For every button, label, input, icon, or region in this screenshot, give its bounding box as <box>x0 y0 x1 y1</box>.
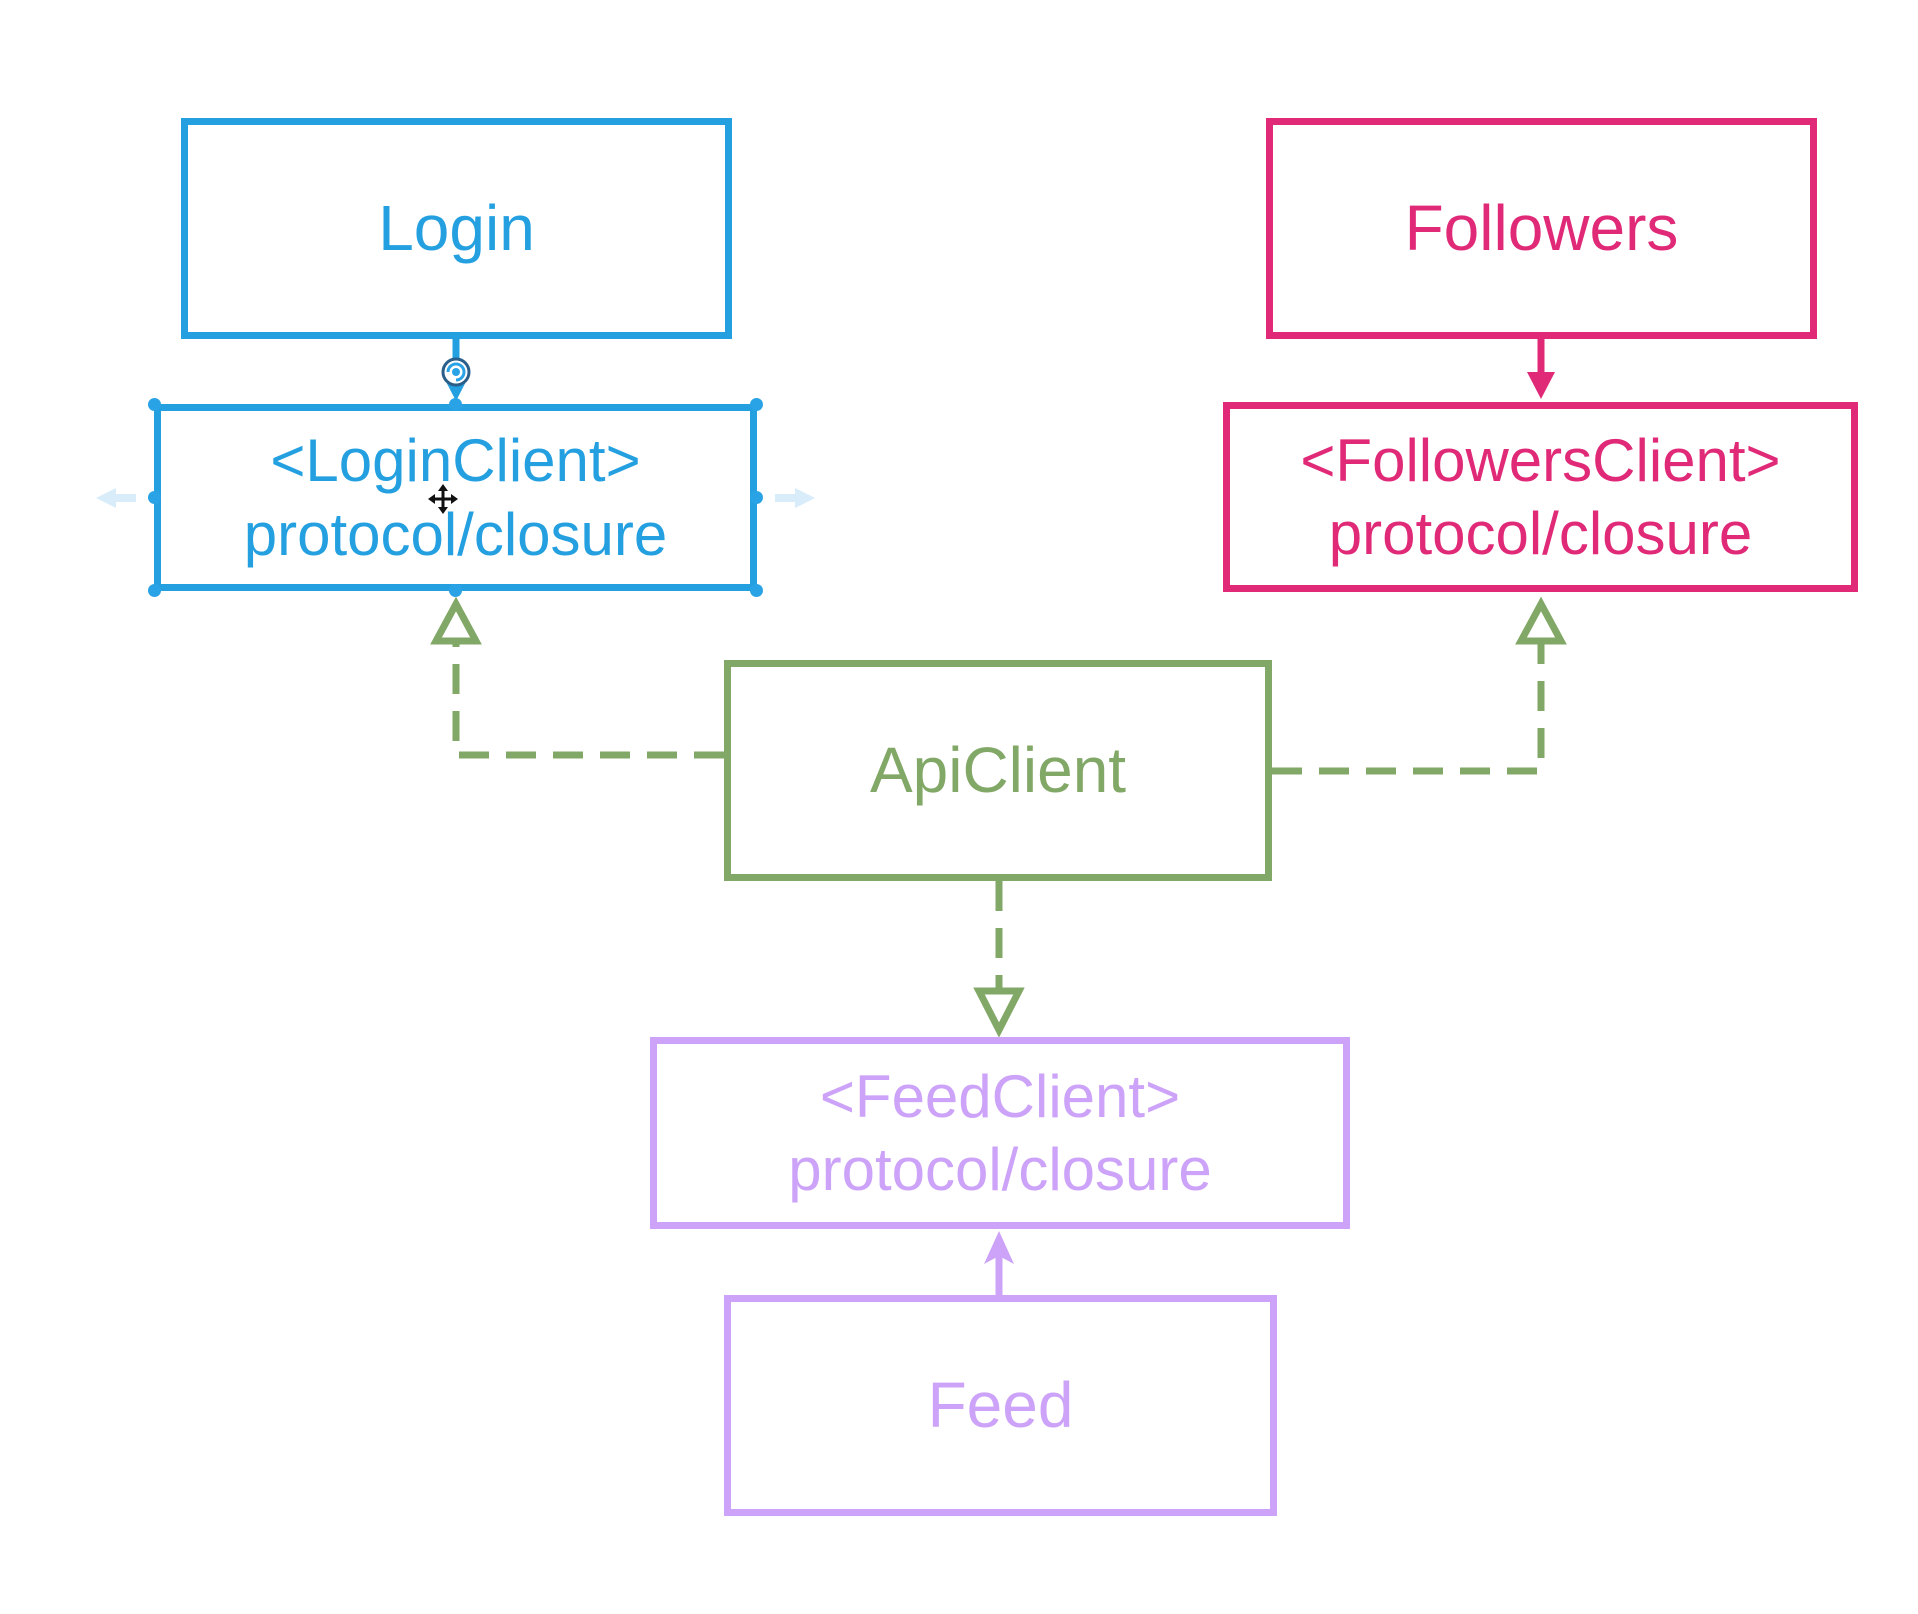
node-login-client-title: <LoginClient> <box>270 427 641 495</box>
edge-apiclient-to-loginclient[interactable] <box>430 596 724 759</box>
arrowhead-hollow-triangle <box>973 987 1025 1038</box>
node-followers[interactable]: Followers <box>1266 118 1817 339</box>
resize-handle-bottom-right[interactable] <box>750 584 763 597</box>
node-login[interactable]: Login <box>181 118 732 339</box>
node-login-client-subtitle: protocol/closure <box>243 500 668 568</box>
node-feed-client[interactable]: <FeedClient> protocol/closure <box>650 1037 1350 1229</box>
node-followers-client-title: <FollowersClient> <box>1300 426 1781 494</box>
node-feed-client-title: <FeedClient> <box>819 1062 1181 1130</box>
node-apiclient[interactable]: ApiClient <box>724 660 1272 881</box>
node-feed-label: Feed <box>927 1369 1074 1442</box>
arrowhead-filled <box>1527 372 1555 399</box>
node-feed-client-subtitle: protocol/closure <box>788 1136 1212 1203</box>
resize-handle-middle-left[interactable] <box>148 491 161 504</box>
arrowhead-hollow-triangle <box>430 596 482 645</box>
node-followers-client[interactable]: <FollowersClient> protocol/closure <box>1223 402 1858 592</box>
node-login-label: Login <box>378 192 535 265</box>
edge-apiclient-to-feedclient[interactable] <box>973 881 1025 1038</box>
connect-arrow-left-icon[interactable] <box>96 488 136 508</box>
arrowhead-hollow-triangle <box>1515 596 1567 645</box>
node-feed[interactable]: Feed <box>724 1295 1277 1516</box>
edge-followers-to-followersclient[interactable] <box>1527 339 1555 399</box>
resize-handle-bottom-center[interactable] <box>449 584 462 597</box>
arrowhead-open <box>984 1231 1014 1264</box>
resize-handle-top-center[interactable] <box>449 398 462 411</box>
resize-handle-middle-right[interactable] <box>750 491 763 504</box>
edge-apiclient-to-followersclient[interactable] <box>1272 596 1567 775</box>
node-followers-client-subtitle: protocol/closure <box>1328 500 1753 567</box>
connect-arrow-right-icon[interactable] <box>775 488 815 508</box>
node-apiclient-label: ApiClient <box>869 734 1127 807</box>
resize-handle-top-left[interactable] <box>148 398 161 411</box>
node-followers-label: Followers <box>1404 192 1679 265</box>
hover-connector-icon[interactable] <box>437 353 475 391</box>
edge-feed-to-feedclient[interactable] <box>984 1231 1014 1295</box>
move-cursor-icon <box>428 484 458 514</box>
resize-handle-bottom-left[interactable] <box>148 584 161 597</box>
resize-handle-top-right[interactable] <box>750 398 763 411</box>
